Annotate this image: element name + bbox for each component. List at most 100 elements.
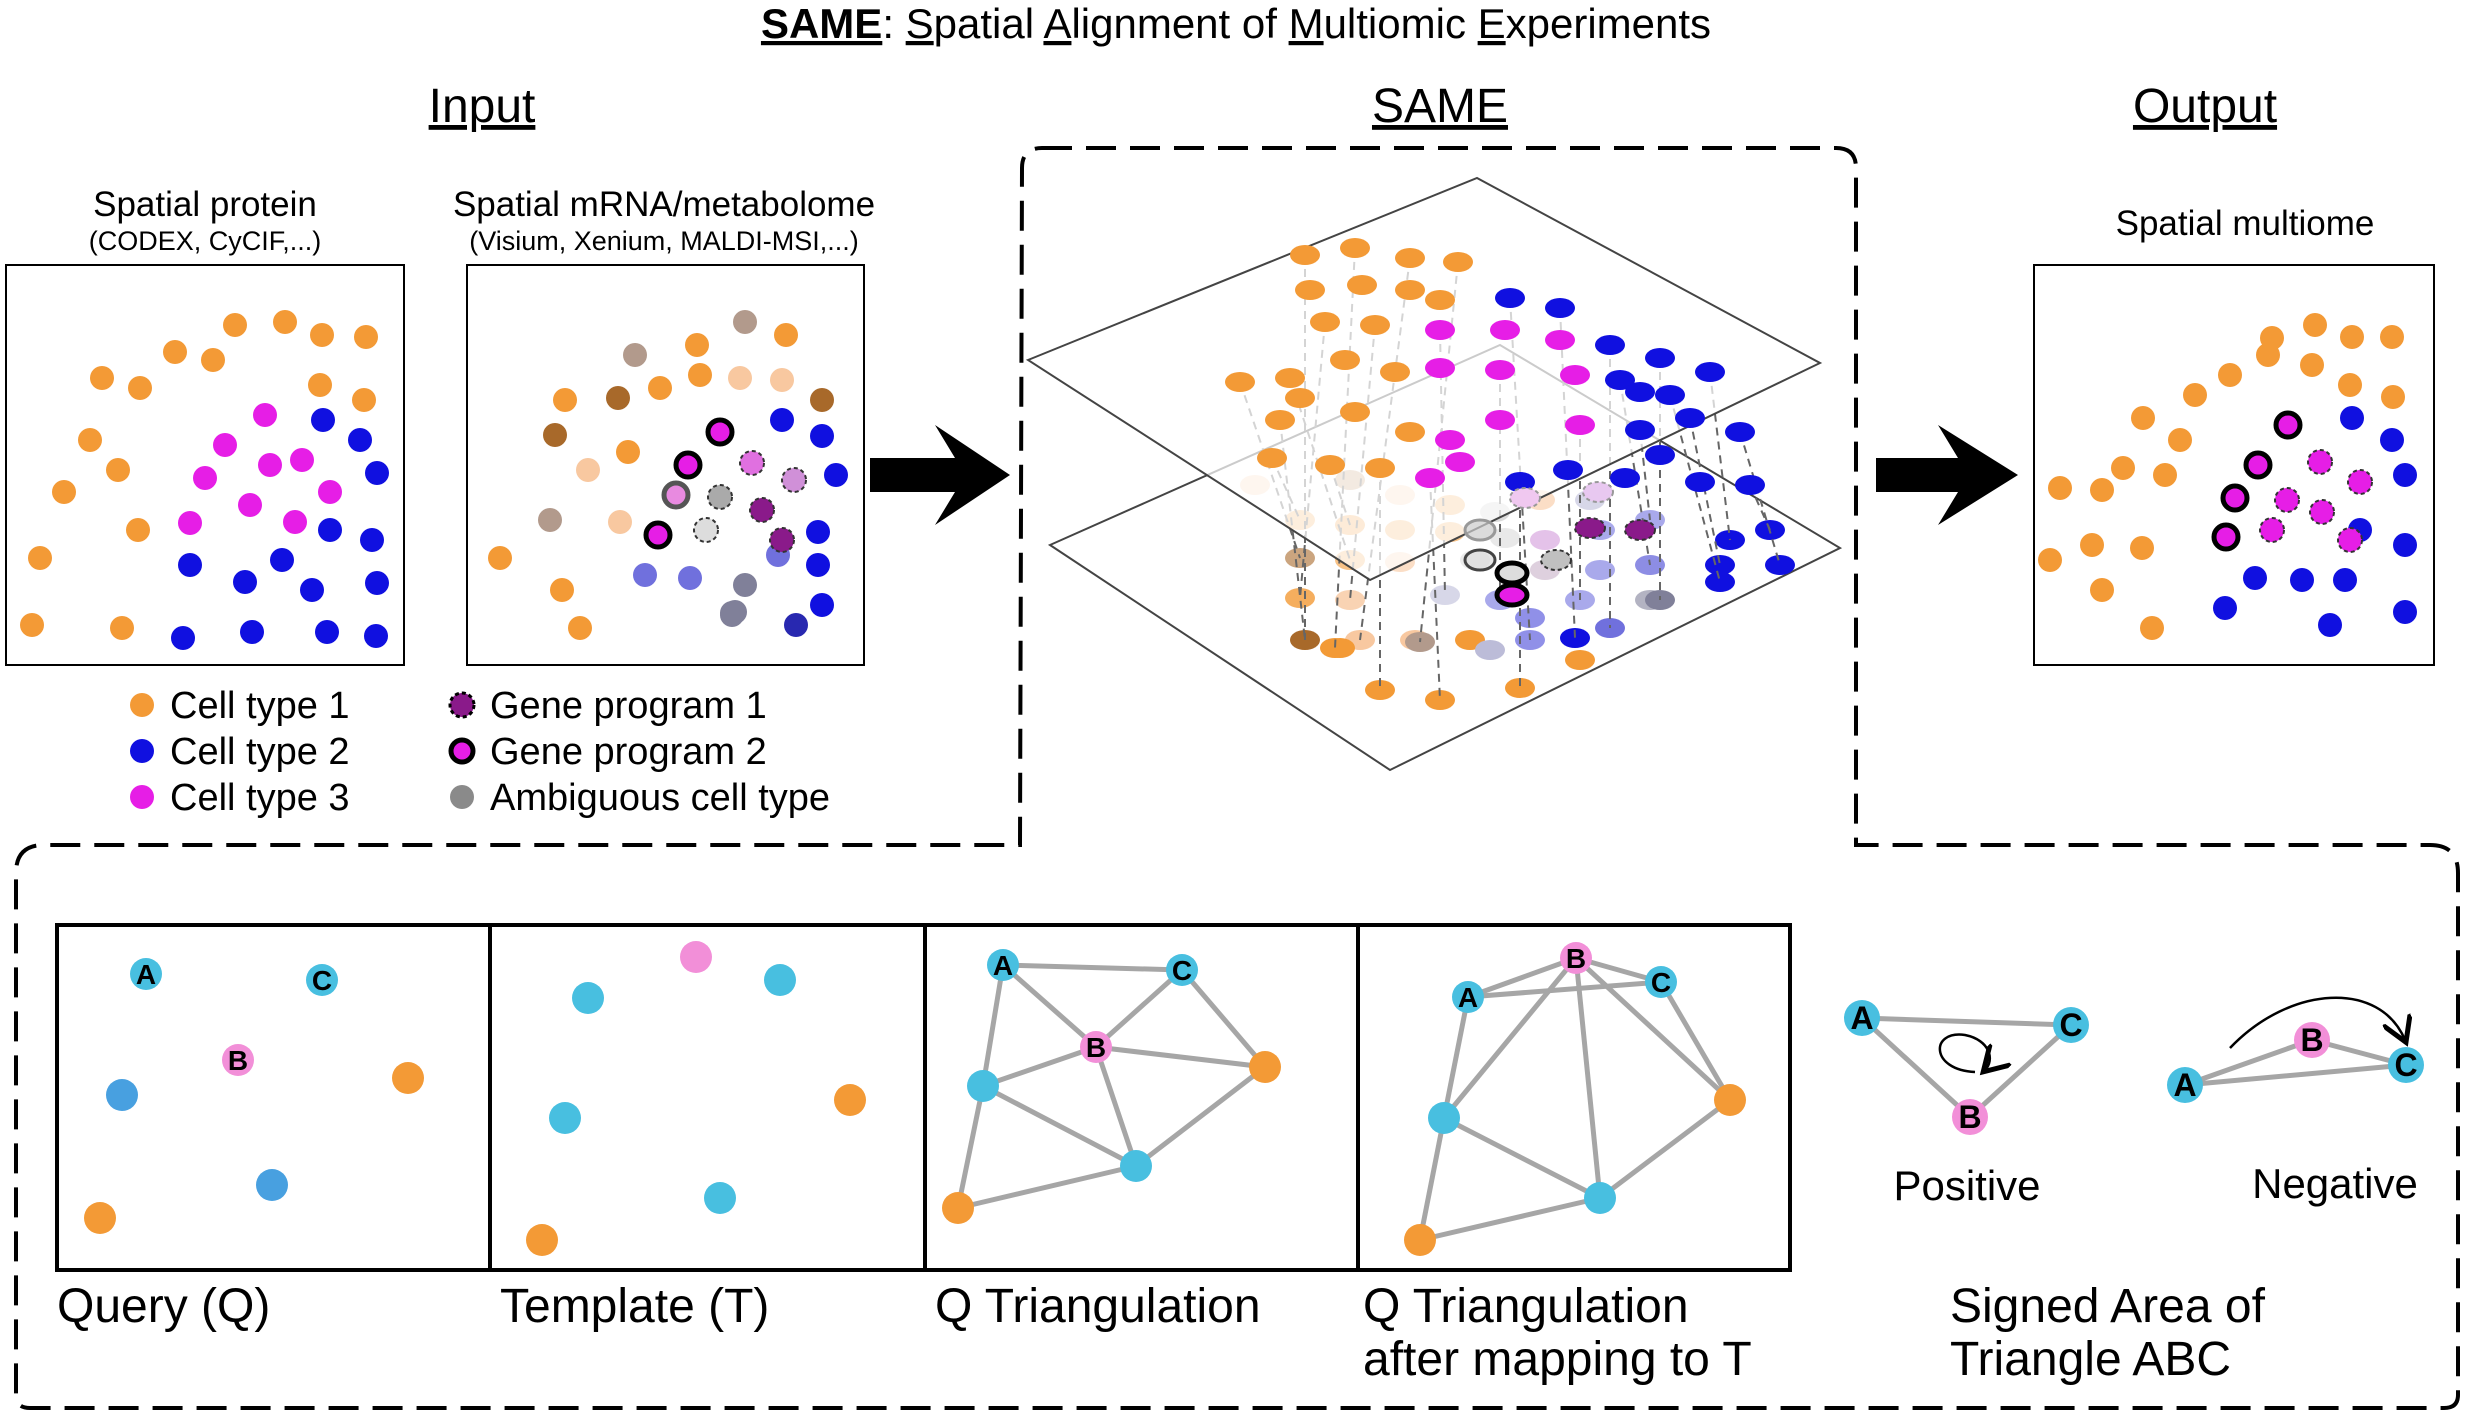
triangulation-edge bbox=[955, 1085, 986, 1209]
node-b bbox=[2294, 1022, 2330, 1058]
upper-cell-dot bbox=[1695, 362, 1725, 382]
cell-dot bbox=[2090, 578, 2114, 602]
cell-dot bbox=[606, 386, 630, 410]
triangulation-edge bbox=[1417, 1117, 1447, 1241]
cell-dot bbox=[733, 573, 757, 597]
lower-cell-dot bbox=[1705, 572, 1735, 592]
gene-program-1-dot bbox=[769, 527, 795, 553]
cell-dot bbox=[784, 613, 808, 637]
lower-cell-dot bbox=[1490, 528, 1520, 548]
node bbox=[942, 1192, 974, 1224]
legend-swatch bbox=[448, 691, 476, 719]
node bbox=[106, 1079, 138, 1111]
gene-program-1-dot bbox=[1509, 487, 1541, 509]
cell-dot bbox=[2333, 568, 2357, 592]
triangulation-edge bbox=[980, 964, 1006, 1087]
cell-dot bbox=[806, 520, 830, 544]
connector-line bbox=[1279, 419, 1306, 641]
cell-dot bbox=[300, 578, 324, 602]
cell-dot bbox=[2380, 428, 2404, 452]
cell-dot bbox=[283, 510, 307, 534]
upper-cell-dot bbox=[1675, 408, 1705, 428]
node-letter: B bbox=[1086, 1032, 1106, 1063]
triangulation-edge bbox=[1467, 979, 1662, 1000]
triangulation-edge bbox=[1001, 963, 1098, 1049]
triangulation-edge bbox=[1134, 1065, 1267, 1168]
title-part: E bbox=[1478, 0, 1506, 47]
triangulation-edge bbox=[1441, 996, 1471, 1119]
cell-dot bbox=[273, 310, 297, 334]
cell-dot bbox=[608, 510, 632, 534]
cell-dot bbox=[806, 553, 830, 577]
cell-dot bbox=[240, 620, 264, 644]
cell-dot bbox=[2338, 373, 2362, 397]
cell-dot bbox=[238, 493, 262, 517]
title-part: A bbox=[1043, 0, 1071, 47]
cell-dot bbox=[678, 566, 702, 590]
protein-panel-subtitle: (CODEX, CyCIF,...) bbox=[89, 226, 322, 256]
legend-label: Gene program 2 bbox=[490, 731, 767, 773]
triangulation-edge bbox=[1574, 956, 1732, 1102]
node-letter: B bbox=[1566, 943, 1586, 974]
upper-cell-dot bbox=[1225, 372, 1255, 392]
upper-cell-dot bbox=[1315, 455, 1345, 475]
cell-dot bbox=[315, 620, 339, 644]
cell-dot bbox=[810, 593, 834, 617]
gene-program-1-dot bbox=[2309, 499, 2335, 525]
upper-cell-dot bbox=[1445, 452, 1475, 472]
upper-cell-dot bbox=[1545, 298, 1575, 318]
cell-dot bbox=[810, 424, 834, 448]
cell-dot bbox=[733, 310, 757, 334]
cell-dot bbox=[2168, 428, 2192, 452]
upper-cell-dot bbox=[1257, 448, 1287, 468]
lower-cell-dot bbox=[1515, 608, 1545, 628]
upper-cell-dot bbox=[1553, 460, 1583, 480]
cell-dot bbox=[488, 546, 512, 570]
gene-program-1-dot bbox=[1582, 481, 1614, 503]
legend-label: Cell type 2 bbox=[170, 731, 350, 773]
upper-cell-dot bbox=[1395, 280, 1425, 300]
cell-dot bbox=[2153, 463, 2177, 487]
gene-program-1-dot bbox=[1574, 517, 1606, 539]
triangulation-edge bbox=[1573, 957, 1603, 1199]
node bbox=[256, 1169, 288, 1201]
upper-cell-dot bbox=[1735, 475, 1765, 495]
triangle-edges bbox=[1855, 1015, 2078, 1121]
upper-cell-dot bbox=[1625, 420, 1655, 440]
gene-program-1-dot bbox=[2259, 517, 2285, 543]
node-b bbox=[1952, 1099, 1988, 1135]
upper-cell-dot bbox=[1380, 362, 1410, 382]
connector-line bbox=[1689, 417, 1721, 566]
upper-cell-dot bbox=[1295, 280, 1325, 300]
lower-cell-dot bbox=[1475, 640, 1505, 660]
legend-label: Cell type 1 bbox=[170, 685, 350, 727]
lower-cell-dot bbox=[1560, 628, 1590, 648]
cell-dot bbox=[770, 368, 794, 392]
node bbox=[1714, 1084, 1746, 1116]
legend-label: Gene program 1 bbox=[490, 685, 767, 727]
cell-dot bbox=[543, 423, 567, 447]
upper-cell-dot bbox=[1625, 382, 1655, 402]
cell-dot bbox=[810, 388, 834, 412]
gene-program-1-dot bbox=[2337, 527, 2363, 553]
node bbox=[1404, 1224, 1436, 1256]
node-c bbox=[306, 964, 338, 996]
cell-dot bbox=[720, 603, 744, 627]
same-to-output-arrow bbox=[1876, 425, 2018, 525]
gene-program-2-dot bbox=[643, 520, 673, 550]
cell-dot bbox=[553, 388, 577, 412]
node bbox=[1120, 1150, 1152, 1182]
cell-dot bbox=[90, 366, 114, 390]
upper-cell-dot bbox=[1340, 238, 1370, 258]
cell-dot bbox=[568, 616, 592, 640]
node-letter: A bbox=[993, 950, 1013, 981]
mrna-panel-title: Spatial mRNA/metabolome bbox=[453, 185, 875, 224]
cell-dot bbox=[354, 325, 378, 349]
positive-rotation-arrow bbox=[1938, 1033, 1990, 1072]
node-letter: B bbox=[2300, 1022, 2323, 1058]
cell-dot bbox=[688, 363, 712, 387]
gene-program-2-dot bbox=[705, 417, 735, 447]
upper-cell-dot bbox=[1595, 335, 1625, 355]
gene-program-2-dot bbox=[1463, 518, 1497, 542]
